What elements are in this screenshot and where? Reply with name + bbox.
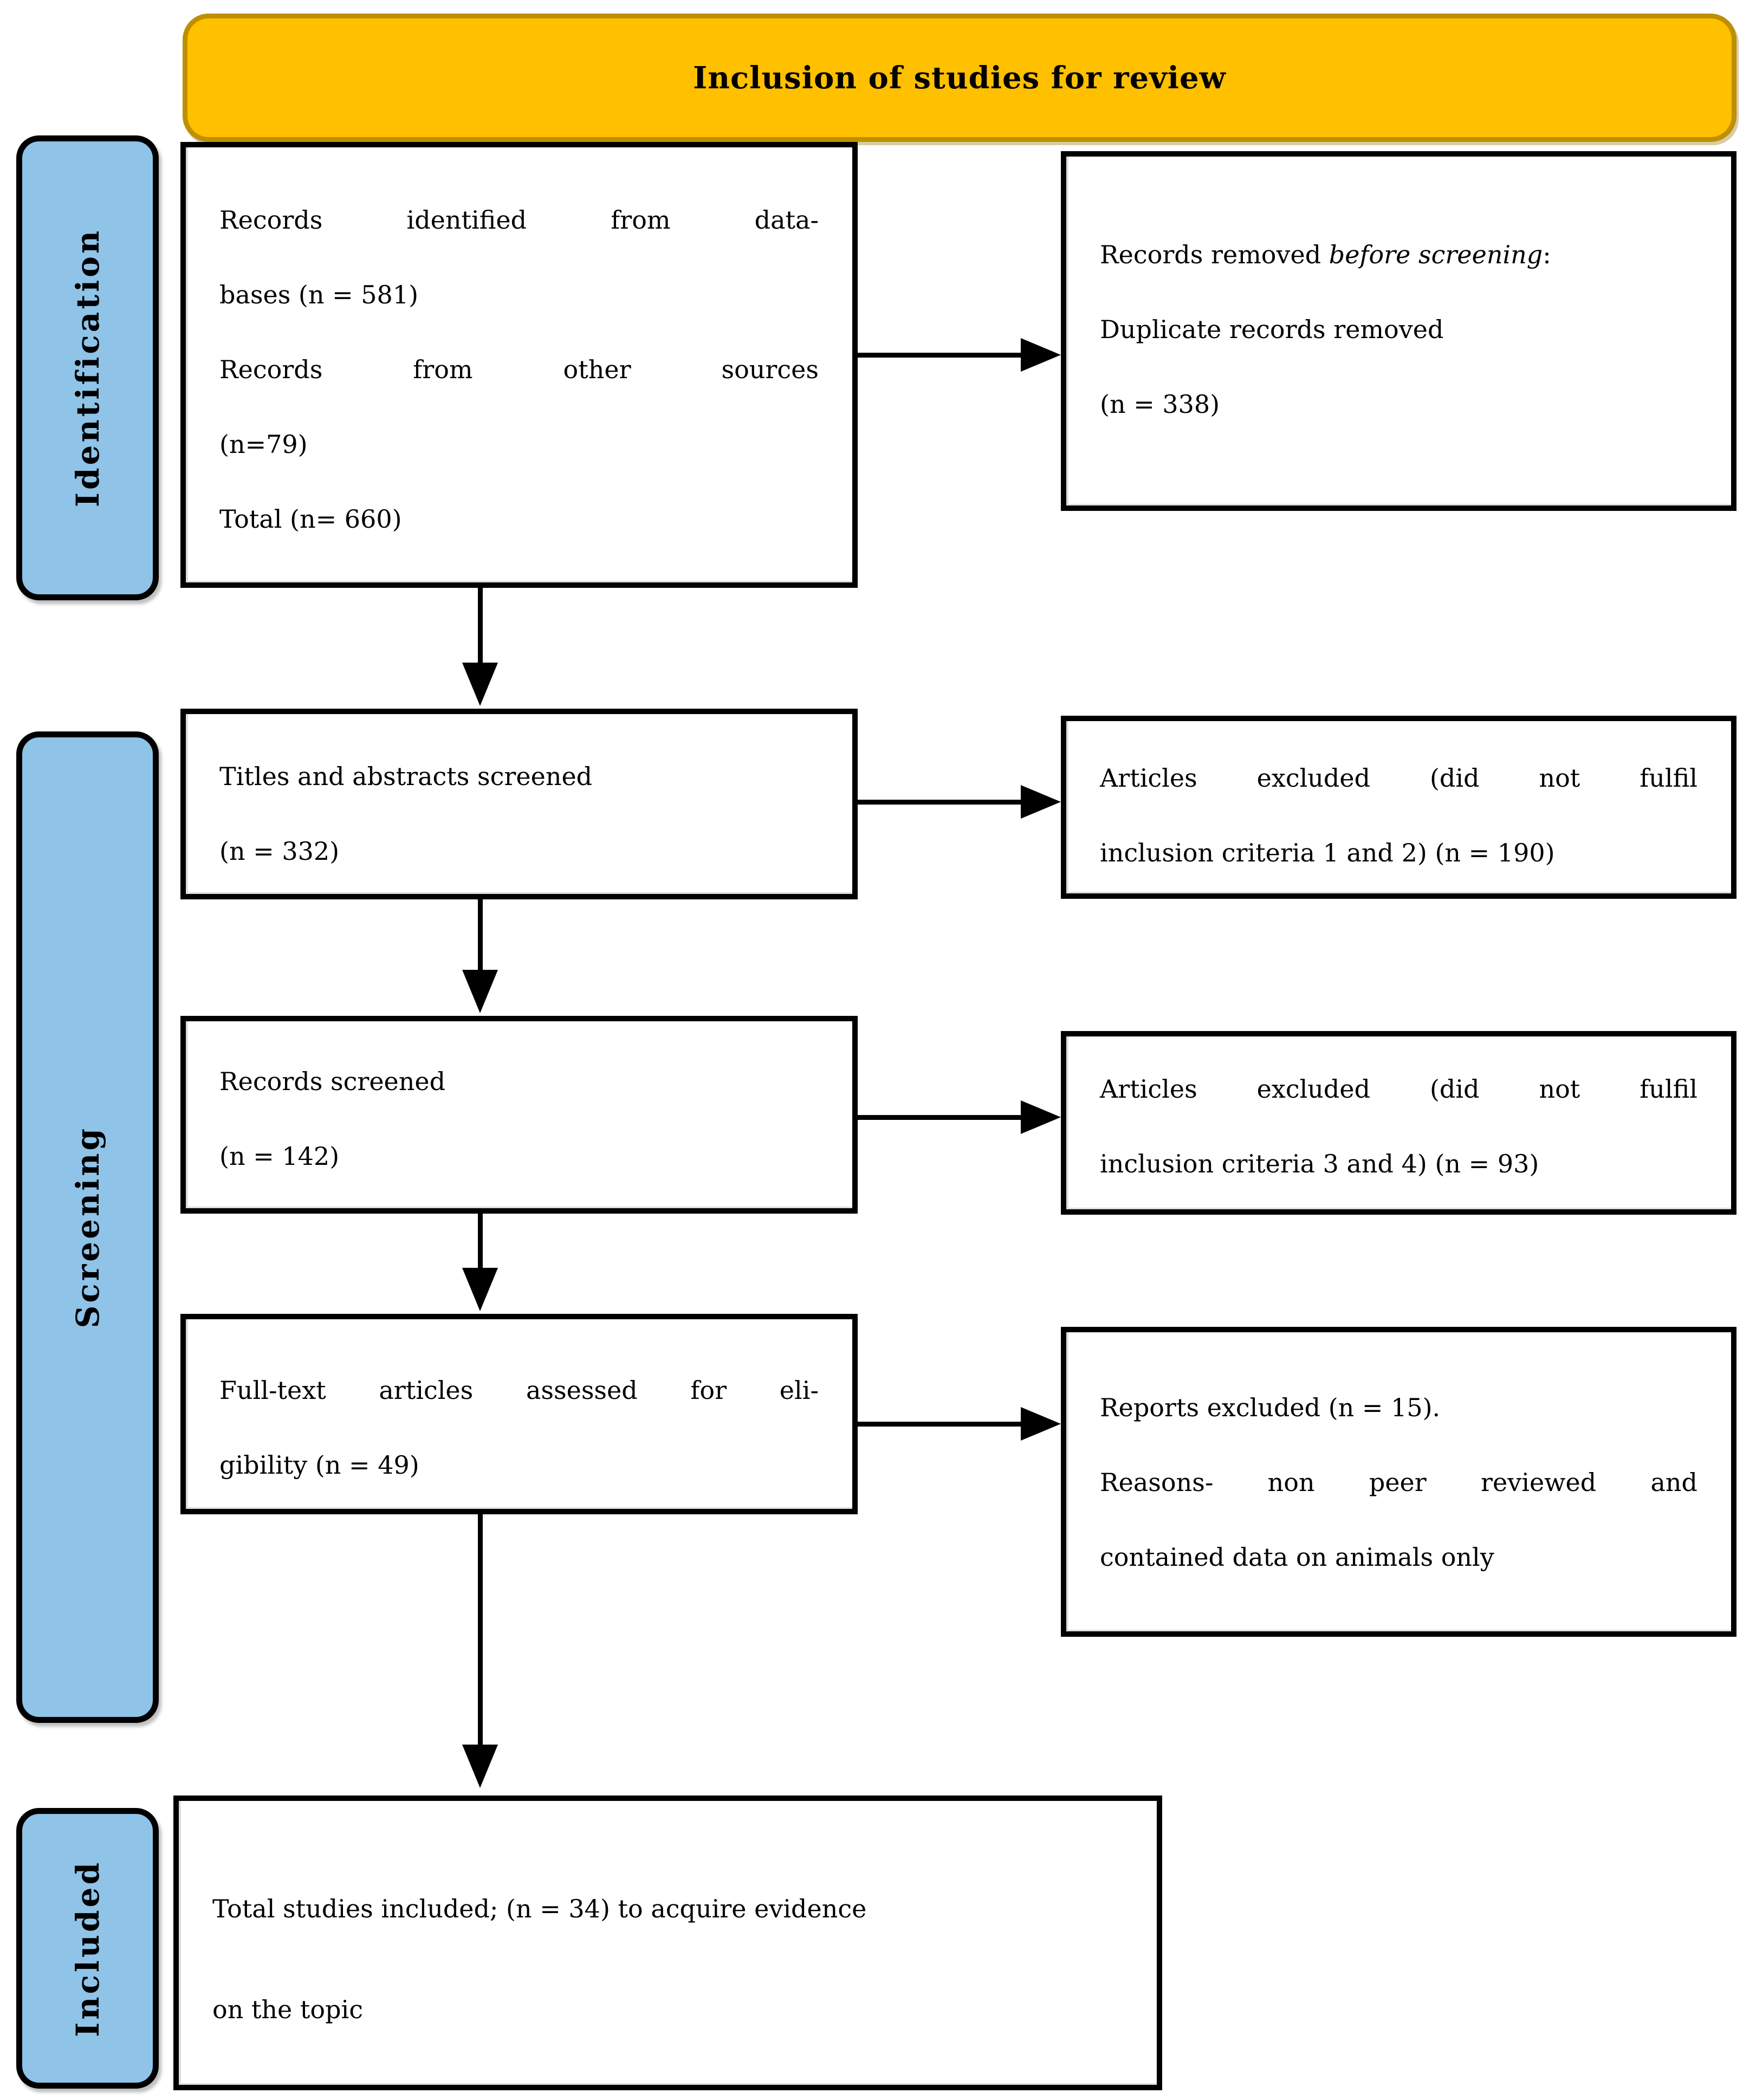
stage-label-screening: Screening — [16, 731, 159, 1723]
stage-label-screening-text: Screening — [69, 1126, 106, 1328]
arrowhead-down-icon — [462, 1268, 498, 1311]
arrow-shaft — [858, 1114, 1021, 1120]
arrow-down-identified-to-titles — [458, 588, 502, 706]
text-line: inclusion criteria 1 and 2) (n = 190) — [1100, 838, 1555, 867]
arrowhead-down-icon — [462, 663, 498, 706]
stage-label-included-text: Included — [69, 1859, 106, 2037]
arrowhead-right-icon — [1021, 1100, 1061, 1134]
text-line: (n = 338) — [1100, 390, 1220, 419]
text-line: contained data on animals only — [1100, 1542, 1494, 1572]
arrowhead-down-icon — [462, 970, 498, 1013]
box-fulltext-assessed: Full-text articles assessed for eli-gibi… — [180, 1314, 858, 1514]
text-line: Titles and abstracts screened — [219, 762, 593, 791]
arrowhead-right-icon — [1021, 338, 1061, 372]
box-records-screened: Records screened (n = 142) — [180, 1016, 858, 1214]
text-line: Reasons- non peer reviewed and — [1100, 1468, 1697, 1497]
arrow-down-titles-to-records-screened — [458, 899, 502, 1013]
box-titles-abstracts-screened: Titles and abstracts screened (n = 332) — [180, 709, 858, 899]
box-records-removed-before-screening: Records removed before screening: Duplica… — [1061, 151, 1736, 511]
stage-label-identification: Identification — [16, 135, 159, 600]
text-line: Records identified from data- — [219, 205, 819, 235]
arrow-right-identified-to-removed — [858, 338, 1061, 372]
box-records-identified: Records identified from data-bases (n = … — [180, 142, 858, 588]
arrow-right-records-to-excluded-3-4 — [858, 1100, 1061, 1134]
arrow-shaft — [477, 588, 483, 663]
arrow-down-records-to-fulltext — [458, 1214, 502, 1311]
text-line: Total (n= 660) — [219, 504, 402, 534]
arrow-right-titles-to-excluded-1-2 — [858, 785, 1061, 819]
arrow-shaft — [858, 1421, 1021, 1427]
text-line: Records screened — [219, 1067, 446, 1096]
text-line: (n = 332) — [219, 837, 340, 866]
text-line: Records from other sources — [219, 355, 819, 384]
arrow-shaft — [477, 1514, 483, 1745]
box-total-studies-included: Total studies included; (n = 34) to acqu… — [173, 1796, 1162, 2090]
text-line: on the topic — [212, 1995, 363, 2024]
text-line: inclusion criteria 3 and 4) (n = 93) — [1100, 1149, 1539, 1178]
box-articles-excluded-criteria-1-2: Articles excluded (did not fulfil inclusi… — [1061, 716, 1736, 899]
text-line: (n=79) — [219, 430, 308, 459]
text-line: Articles excluded (did not fulfil — [1100, 763, 1697, 793]
text-line: Articles excluded (did not fulfil — [1100, 1074, 1697, 1104]
stage-label-identification-text: Identification — [69, 228, 106, 508]
text-line: bases (n = 581) — [219, 280, 419, 309]
box-reports-excluded: Reports excluded (n = 15). Reasons- non p… — [1061, 1327, 1736, 1637]
arrow-down-fulltext-to-included — [458, 1514, 502, 1788]
box-articles-excluded-criteria-3-4: Articles excluded (did not fulfil inclusi… — [1061, 1031, 1736, 1215]
banner-inclusion-of-studies: Inclusion of studies for review — [183, 14, 1736, 142]
arrowhead-down-icon — [462, 1745, 498, 1788]
arrow-shaft — [477, 1214, 483, 1268]
arrowhead-right-icon — [1021, 785, 1061, 819]
text-line: gibility (n = 49) — [219, 1450, 419, 1480]
arrow-right-fulltext-to-reports-excluded — [858, 1407, 1061, 1441]
text-line: Duplicate records removed — [1100, 315, 1444, 344]
arrow-shaft — [858, 799, 1021, 805]
text-line: Full-text articles assessed for eli- — [219, 1376, 819, 1405]
text-line: (n = 142) — [219, 1142, 340, 1171]
stage-label-included: Included — [16, 1808, 159, 2089]
banner-title: Inclusion of studies for review — [693, 60, 1226, 96]
arrow-shaft — [477, 899, 483, 970]
text-line: Reports excluded (n = 15). — [1100, 1393, 1441, 1422]
arrowhead-right-icon — [1021, 1407, 1061, 1441]
arrow-shaft — [858, 352, 1021, 358]
text-line: Records removed before screening: — [1100, 240, 1551, 269]
text-line: Total studies included; (n = 34) to acqu… — [212, 1894, 867, 1923]
